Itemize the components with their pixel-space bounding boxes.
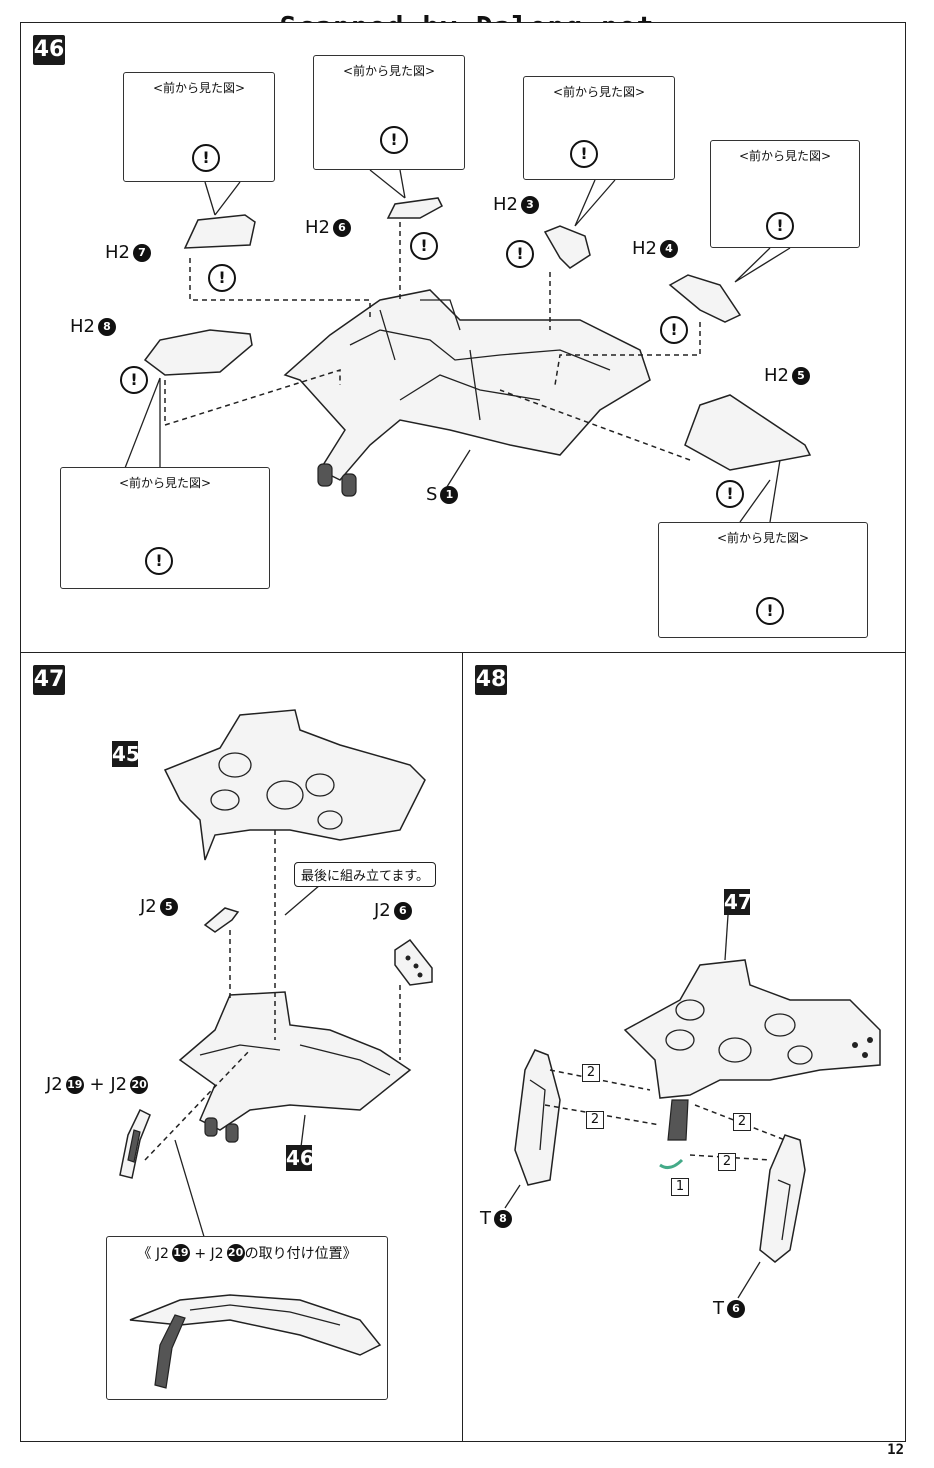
order-label: 2	[582, 1064, 600, 1082]
callout-title: <前から見た図>	[342, 64, 436, 78]
assemble-last-note: 最後に組み立てます。	[294, 862, 437, 887]
step-number: 48	[475, 665, 507, 695]
caution-icon: !	[410, 232, 438, 260]
callout-title: <前から見た図>	[152, 81, 246, 95]
caution-icon: !	[570, 140, 598, 168]
caution-icon: !	[145, 547, 173, 575]
order-label: 1	[671, 1178, 689, 1196]
callout-title: <前から見た図>	[118, 476, 212, 490]
order-label: 2	[586, 1111, 604, 1129]
step-number: 47	[33, 665, 65, 695]
caution-icon: !	[766, 212, 794, 240]
callout-title: <前から見た図>	[738, 149, 832, 163]
page-number: 12	[887, 1442, 904, 1458]
part-ref-47: 47	[724, 889, 752, 915]
part-ref-45: 45	[112, 741, 140, 767]
step-number: 46	[33, 35, 65, 65]
caution-icon: !	[716, 480, 744, 508]
caution-icon: !	[380, 126, 408, 154]
caution-icon: !	[660, 316, 688, 344]
caution-icon: !	[120, 366, 148, 394]
front-view-callout-h2-3: <前から見た図>	[523, 76, 675, 180]
caution-icon: !	[756, 597, 784, 625]
part-ref-46: 46	[286, 1145, 314, 1171]
caution-icon: !	[506, 240, 534, 268]
order-label: 2	[733, 1113, 751, 1131]
order-label: 2	[718, 1153, 736, 1171]
caution-icon: !	[208, 264, 236, 292]
caution-icon: !	[192, 144, 220, 172]
callout-title: <前から見た図>	[716, 531, 810, 545]
callout-title: <前から見た図>	[552, 85, 646, 99]
